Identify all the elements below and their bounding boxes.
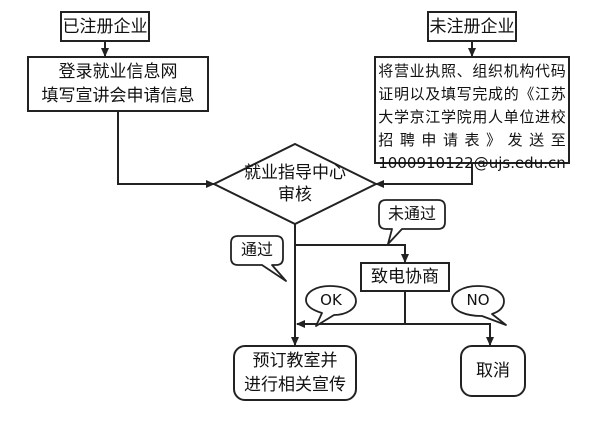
cancel-box: 取消 [460,345,526,397]
unregistered-title-box: 未注册企业 [427,11,517,42]
registered-action-line-1: 登录就业信息网 [58,62,178,82]
registered-action-line-2: 填写宣讲会申请信息 [41,86,195,106]
book-line-1: 预订教室并 [252,351,338,371]
review-label: 就业指导中心 审核 [235,162,355,206]
unregistered-instruction-line-1: 将营业执照、组织机构代码 [378,62,566,80]
callout-pass-text: 通过 [240,240,273,259]
callout-ok-bubble [305,285,357,327]
registered-title: 已注册企业 [62,16,148,37]
connector-unregistered-to-review [375,164,473,188]
book-classroom-box: 预订教室并 进行相关宣传 [233,345,357,401]
unregistered-instruction-line-3: 大学京江学院用人单位进校 [378,108,566,126]
callout-ok-text: OK [320,291,342,309]
callout-pass-bubble [230,235,287,282]
unregistered-instruction-line-2: 证明以及填写完成的《江苏 [378,85,566,103]
connector-registered-to-review [117,112,215,188]
callout-no-bubble [451,285,507,326]
contact-box: 致电协商 [360,262,450,292]
unregistered-instruction-line-4: 招聘申请表》发送至 [378,131,566,149]
registered-action-box: 登录就业信息网 填写宣讲会申请信息 [27,56,209,112]
connector-to-contact [295,244,409,263]
cancel-label: 取消 [476,361,510,381]
unregistered-instruction-text: 将营业执照、组织机构代码 证明以及填写完成的《江苏 大学京江学院用人单位进校 招… [373,58,570,172]
unregistered-instruction-box: 将营业执照、组织机构代码 证明以及填写完成的《江苏 大学京江学院用人单位进校 招… [373,56,570,172]
book-line-2: 进行相关宣传 [244,375,346,395]
unregistered-instruction-line-5: 1000910122@ujs.edu.cn [378,154,566,172]
review-line-2: 审核 [278,185,312,205]
registered-title-box: 已注册企业 [60,11,150,42]
callout-no-text: NO [466,291,490,309]
callout-fail-bubble [378,199,446,245]
connector-no-branch [405,323,494,346]
unregistered-title: 未注册企业 [429,16,515,37]
review-diamond [211,142,379,226]
contact-label: 致电协商 [371,267,439,287]
callout-fail-text: 未通过 [387,204,436,223]
review-line-1: 就业指导中心 [244,163,346,183]
